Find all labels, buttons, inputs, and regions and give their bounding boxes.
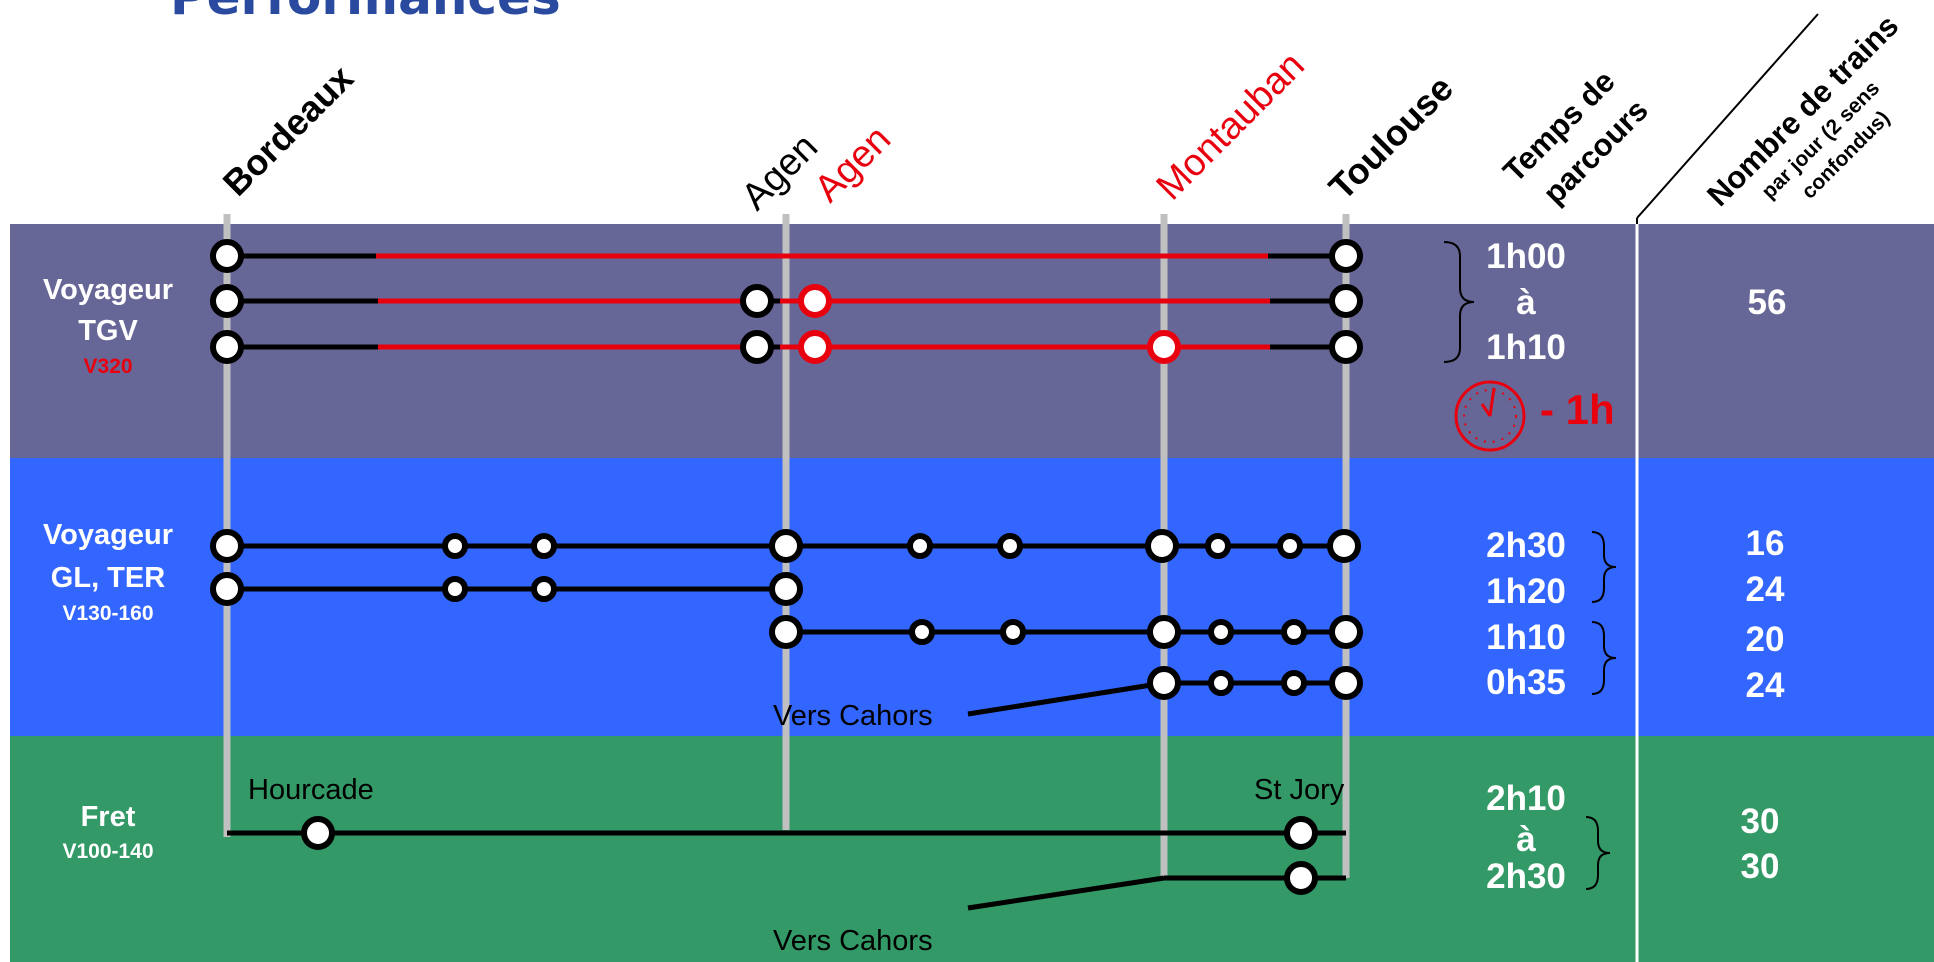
stop-agen [769, 615, 803, 649]
stop-montauban [1145, 529, 1179, 563]
stop-bordeaux [210, 239, 244, 273]
ter-count-2: 24 [1746, 570, 1785, 609]
band-tgv [10, 224, 1934, 458]
tgv-time-3: 1h10 [1486, 328, 1566, 367]
stop-agen [769, 572, 803, 606]
ter-time-1: 2h30 [1486, 526, 1566, 565]
stop-intermediate [1208, 619, 1234, 645]
time-gain: - 1h [1540, 386, 1615, 433]
station-agen-new: Agen [807, 118, 899, 210]
brace-icon [1585, 816, 1611, 890]
stop-montauban-new [1147, 330, 1181, 364]
ter-count-1: 16 [1746, 524, 1785, 563]
stop-intermediate [997, 533, 1023, 559]
ter-count-4: 24 [1746, 666, 1785, 705]
stop-intermediate [1205, 533, 1231, 559]
stop-toulouse [1329, 284, 1363, 318]
header-diagonal [1636, 13, 1819, 219]
stop-intermediate [1208, 670, 1234, 696]
fret-branch-cahors [967, 875, 1165, 911]
ter-speed: V130-160 [62, 602, 153, 625]
stop-st-jory [1284, 816, 1318, 850]
stop-intermediate [442, 576, 468, 602]
stop-montauban [1147, 666, 1181, 700]
band-fret [10, 736, 1934, 962]
fret-vers-cahors: Vers Cahors [773, 925, 933, 957]
stop-bordeaux [210, 572, 244, 606]
tgv-stops [210, 239, 1363, 364]
label-st-jory: St Jory [1254, 774, 1345, 806]
stop-agen [769, 529, 803, 563]
brace-icon [1443, 241, 1475, 363]
stop-intermediate [531, 576, 557, 602]
label-hourcade: Hourcade [248, 774, 374, 806]
brace-icon [1591, 621, 1617, 695]
station-montauban-new: Montauban [1149, 44, 1313, 208]
stop-bordeaux [210, 284, 244, 318]
ter-time-2: 1h20 [1486, 572, 1566, 611]
station-bordeaux: Bordeaux [215, 57, 361, 203]
stop-toulouse [1327, 529, 1361, 563]
page-title: Performances [170, 0, 561, 26]
stop-intermediate [1277, 533, 1303, 559]
stop-intermediate [909, 619, 935, 645]
stop-intermediate [1281, 670, 1307, 696]
tgv-label-2: TGV [78, 315, 138, 347]
stop-intermediate [1000, 619, 1026, 645]
stop-intermediate [907, 533, 933, 559]
band-ter [10, 458, 1934, 736]
stop-agen-new [798, 330, 832, 364]
fret-count-2: 30 [1741, 847, 1780, 886]
fret-time-1: 2h10 [1486, 779, 1566, 818]
stop-agen [740, 284, 774, 318]
ter-time-3: 1h10 [1486, 618, 1566, 657]
station-agen: Agen [734, 126, 826, 218]
station-toulouse: Toulouse [1321, 67, 1461, 207]
stop-bordeaux [210, 529, 244, 563]
stop-agen [740, 330, 774, 364]
ter-label-2: GL, TER [51, 562, 165, 594]
tgv-time-1: 1h00 [1486, 237, 1566, 276]
ter-vers-cahors: Vers Cahors [773, 700, 933, 732]
stop-toulouse [1329, 615, 1363, 649]
fret-time-3: 2h30 [1486, 857, 1566, 896]
stop-toulouse [1329, 330, 1363, 364]
stop-intermediate [531, 533, 557, 559]
stop-toulouse [1329, 666, 1363, 700]
stop-montauban [1147, 615, 1181, 649]
ter-stops [210, 529, 1363, 700]
fret-stops [301, 816, 1318, 895]
ter-label-1: Voyageur [43, 519, 173, 551]
tgv-time-2: à [1516, 283, 1536, 322]
fret-time-2: à [1516, 820, 1536, 859]
tgv-label-1: Voyageur [43, 274, 173, 306]
stop-toulouse [1329, 239, 1363, 273]
stop-agen-new [798, 284, 832, 318]
stop-intermediate [442, 533, 468, 559]
ter-count-3: 20 [1746, 620, 1785, 659]
clock-icon [1454, 380, 1526, 452]
stop-intermediate [1281, 619, 1307, 645]
ter-branch-cahors [967, 680, 1165, 717]
stop-st-jory [1284, 861, 1318, 895]
tgv-speed: V320 [83, 355, 132, 378]
stop-hourcade [301, 816, 335, 850]
stop-bordeaux [210, 330, 244, 364]
fret-speed: V100-140 [62, 840, 153, 863]
fret-label-1: Fret [81, 801, 136, 833]
brace-icon [1591, 531, 1617, 603]
ter-time-4: 0h35 [1486, 663, 1566, 702]
fret-count-1: 30 [1741, 802, 1780, 841]
tgv-count: 56 [1748, 283, 1787, 322]
